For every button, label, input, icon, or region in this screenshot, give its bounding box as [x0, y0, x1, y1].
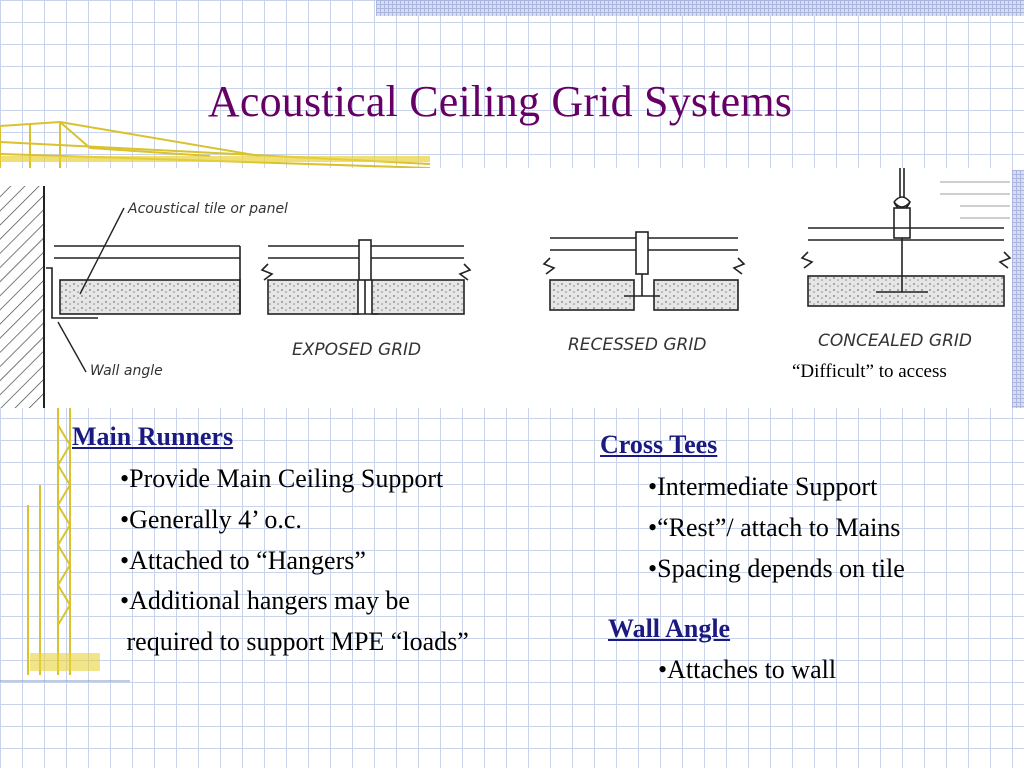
list-item: •Attaches to wall	[658, 655, 837, 684]
label-exposed-grid: EXPOSED GRID	[292, 340, 421, 360]
ceiling-grid-diagram: Acoustical tile or panel Wall angle EXPO…	[0, 168, 1012, 408]
main-runners-heading: Main Runners	[72, 422, 234, 451]
cross-tees-heading: Cross Tees	[600, 430, 718, 459]
main-runners-list: •Provide Main Ceiling Support •Generally…	[120, 459, 469, 663]
top-pattern-band	[376, 0, 1024, 16]
right-pattern-strip	[1012, 170, 1024, 408]
faint-text-block	[940, 181, 1010, 219]
wall-angle-list: •Attaches to wall	[658, 650, 836, 691]
crane-mast-decoration	[0, 405, 130, 682]
label-acoustical-tile: Acoustical tile or panel	[127, 201, 288, 217]
wall-hatch	[0, 186, 45, 408]
list-item: •Additional hangers may be	[120, 586, 410, 616]
list-item: required to support MPE “loads”	[120, 627, 469, 657]
difficult-access-note: “Difficult” to access	[792, 361, 947, 382]
list-item: •Provide Main Ceiling Support	[120, 464, 444, 493]
list-item: •Spacing depends on tile	[648, 553, 905, 583]
recessed-grid-section	[542, 231, 746, 311]
crane-jib-decoration	[0, 121, 430, 169]
label-concealed-grid: CONCEALED GRID	[818, 331, 972, 351]
list-item: •Generally 4’ o.c.	[120, 504, 302, 534]
list-item: •“Rest”/ attach to Mains	[648, 512, 901, 542]
list-item: •Intermediate Support	[648, 472, 878, 501]
label-wall-angle: Wall angle	[90, 363, 163, 379]
slide-title: Acoustical Ceiling Grid Systems	[207, 77, 793, 126]
label-recessed-grid: RECESSED GRID	[568, 335, 706, 355]
wall-angle-heading: Wall Angle	[608, 614, 731, 643]
cross-tees-list: •Intermediate Support •“Rest”/ attach to…	[648, 467, 905, 589]
concealed-grid-section	[800, 168, 1012, 307]
wall-angle-section	[46, 245, 241, 319]
exposed-grid-section	[260, 239, 472, 315]
list-item: •Attached to “Hangers”	[120, 545, 366, 575]
